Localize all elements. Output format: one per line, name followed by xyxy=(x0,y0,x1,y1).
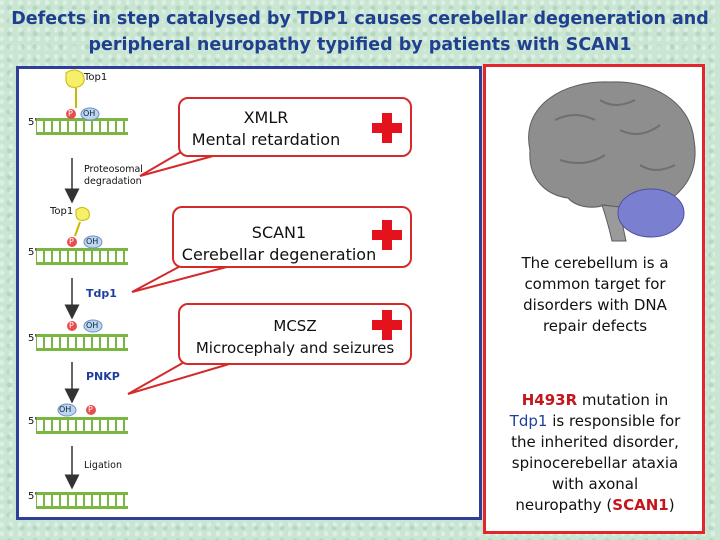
five-prime-label-3: 5' xyxy=(28,333,38,344)
top1-protein-2 xyxy=(75,207,90,221)
mutation-line-1: H493R mutation in xyxy=(490,390,700,411)
callout-scan1-desc: Cerebellar degeneration xyxy=(181,245,377,264)
oh-label-3: OH xyxy=(86,321,99,330)
callout-scan1-title: SCAN1 xyxy=(251,223,307,242)
proteosomal-line-2: degradation xyxy=(84,176,142,187)
callout-mcsz xyxy=(178,303,412,365)
mutation-line-5: with axonal xyxy=(551,475,639,493)
plus-icon-3 xyxy=(372,310,402,340)
five-prime-label-5: 5' xyxy=(28,491,38,502)
phosphate-2 xyxy=(67,237,77,247)
h493r-label: H493R xyxy=(521,391,578,409)
callout-xmlr-text: XMLR Mental retardation xyxy=(182,107,350,151)
callout-mcsz-title: MCSZ xyxy=(273,317,317,335)
cerebellum-text-line-3: disorders with DNA xyxy=(523,296,667,314)
dna-step-3 xyxy=(36,319,128,351)
callout-pointer-3 xyxy=(127,358,237,395)
brain-illustration xyxy=(528,81,696,242)
dna-step-2 xyxy=(36,207,128,265)
cerebrum xyxy=(528,81,696,211)
dna-step-5 xyxy=(36,492,128,509)
tdp1-highlight: Tdp1 xyxy=(509,412,548,430)
pnkp-label: PNKP xyxy=(86,370,120,383)
oh-label-4: OH xyxy=(59,405,72,414)
p-label-4: P xyxy=(88,405,93,414)
cerebellum xyxy=(617,188,685,238)
callout-xmlr-desc: Mental retardation xyxy=(191,130,341,149)
mutation-line-2-rest: is responsible for xyxy=(547,412,681,430)
plus-icon-2 xyxy=(372,220,402,250)
mutation-line-2: Tdp1 is responsible for xyxy=(490,411,700,432)
oh-label-1: OH xyxy=(83,109,96,118)
top1-label-1: Top1 xyxy=(84,72,108,83)
p-label-3: P xyxy=(69,321,74,330)
five-prime-label-1: 5' xyxy=(28,117,38,128)
cerebellum-text-line-1: The cerebellum is a xyxy=(521,254,669,272)
scan1-highlight: SCAN1 xyxy=(612,496,669,514)
tdp1-label: Tdp1 xyxy=(86,287,117,300)
title-line-2: peripheral neuropathy typified by patien… xyxy=(88,35,632,55)
mutation-line-3: the inherited disorder, xyxy=(511,433,679,451)
top1-protein-1 xyxy=(65,69,85,88)
callout-scan1-text: SCAN1 Cerebellar degeneration xyxy=(176,222,382,266)
proteosomal-label: Proteosomal degradation xyxy=(84,164,143,188)
mutation-line-1-rest: mutation in xyxy=(577,391,669,409)
dna-step-1 xyxy=(36,69,128,135)
five-prime-label-4: 5' xyxy=(28,416,38,427)
cerebellum-text-line-2: common target for xyxy=(524,275,666,293)
callout-xmlr-title: XMLR xyxy=(243,108,289,127)
phosphate-3 xyxy=(67,321,77,331)
p-label-1: P xyxy=(68,109,73,118)
five-prime-label-2: 5' xyxy=(28,247,38,258)
mutation-line-4: spinocerebellar ataxia xyxy=(511,454,679,472)
oh-label-2: OH xyxy=(86,237,99,246)
phosphate-4 xyxy=(86,405,96,415)
callout-mcsz-desc: Microcephaly and seizures xyxy=(195,339,395,357)
hydroxyl-4 xyxy=(57,403,77,417)
cerebellum-text-line-4: repair defects xyxy=(542,317,648,335)
hydroxyl-3 xyxy=(83,319,103,333)
phosphate-1 xyxy=(66,109,76,119)
proteosomal-line-1: Proteosomal xyxy=(84,164,143,175)
mutation-text: H493R mutation in Tdp1 is responsible fo… xyxy=(490,390,700,516)
hydroxyl-1 xyxy=(80,107,100,121)
callout-mcsz-text: MCSZ Microcephaly and seizures xyxy=(180,315,410,359)
ligation-label: Ligation xyxy=(84,460,122,471)
mutation-line-6-start: neuropathy ( xyxy=(515,496,613,514)
mutation-line-6-end: ) xyxy=(668,496,675,514)
mutation-line-6: neuropathy (SCAN1) xyxy=(490,495,700,516)
cerebellum-target-text: The cerebellum is a common target for di… xyxy=(490,253,700,337)
dna-step-4 xyxy=(36,403,128,434)
title-line-1: Defects in step catalysed by TDP1 causes… xyxy=(11,9,709,29)
slide-title: Defects in step catalysed by TDP1 causes… xyxy=(0,6,720,58)
plus-icon-1 xyxy=(372,113,402,143)
hydroxyl-2 xyxy=(83,235,103,249)
p-label-2: P xyxy=(69,237,74,246)
top1-label-2: Top1 xyxy=(50,206,74,217)
